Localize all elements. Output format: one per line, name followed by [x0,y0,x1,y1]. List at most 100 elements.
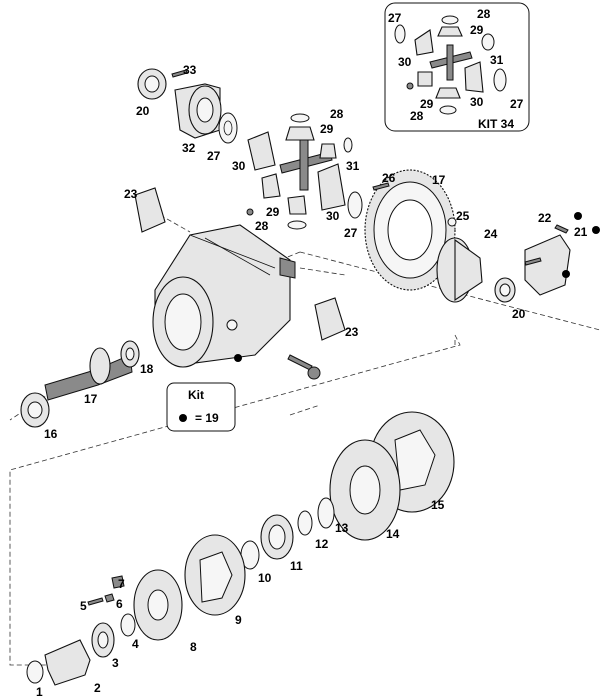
callout-27-right: 27 [344,226,358,240]
callout-17-top: 17 [432,173,446,187]
ring-12 [297,510,313,536]
callout-7: 7 [118,577,125,591]
callout-22: 22 [538,211,552,225]
ring-4 [120,613,136,637]
pin-cap [524,257,542,266]
callout-20-top: 20 [136,104,150,118]
gear-23-right [314,297,346,341]
callout-28-top: 28 [330,107,344,121]
gear-29-right [319,143,337,159]
pin [246,208,254,216]
inset-pin [406,82,414,90]
inset-label-kit-34: KIT 34 [478,117,514,131]
callout-13: 13 [335,521,349,535]
screw-33 [171,69,188,78]
inset-gear-small [417,71,433,87]
nut [307,366,321,380]
callout-10: 10 [258,571,272,585]
callout-33: 33 [183,63,197,77]
kit-dot-22 [574,212,582,220]
callout-6: 6 [116,597,123,611]
washer-28-bottom [287,220,307,230]
callout-4: 4 [132,637,139,651]
spider-shaft [299,139,309,191]
kit-legend-text: = 19 [195,411,219,425]
seal-13 [317,497,335,529]
kit-legend: Kit = 19 [166,382,236,432]
callout-11: 11 [290,559,303,573]
callout-31: 31 [346,159,360,173]
ring-1 [26,660,44,684]
right-parts [436,212,600,303]
inset-washer-28-top [441,15,459,25]
callout-14: 14 [386,527,400,541]
callout-12: 12 [315,537,329,551]
top-left-parts [137,68,238,144]
pin-7 [111,575,125,589]
inset-gear-29-bottom [435,87,461,99]
bolt-22 [554,224,569,234]
kit-legend-dot [179,414,187,422]
gear-29-bottom [287,195,307,215]
callout-labels: 33 20 32 27 28 29 30 31 29 28 30 27 26 1… [36,63,588,699]
ring-gear-17 [364,169,457,291]
callout-16: 16 [44,427,58,441]
inset-callout-30-lower: 30 [470,95,484,109]
inset-gear-29-top [437,26,463,37]
pinion-group [20,340,140,428]
callout-3: 3 [112,656,119,670]
callout-9: 9 [235,613,242,627]
inset-gear-30-right [464,61,484,93]
inset-callout-27: 27 [388,11,402,25]
bearing-cap-21 [524,234,571,296]
differential-housing [152,224,321,380]
callout-26: 26 [382,171,396,185]
screw-5 [87,597,104,606]
washer-25 [447,217,457,227]
inset-gear-29-right [481,33,495,51]
washer-27-right [347,191,363,219]
callout-5: 5 [80,599,87,613]
inset-callout-31: 31 [490,53,504,67]
kit-legend-title: Kit [188,388,204,402]
gear-30-right [317,163,346,211]
yoke-2 [44,639,91,686]
callout-24: 24 [484,227,498,241]
inset-kit-34: 27 28 29 30 31 29 28 30 27 KIT 34 [384,2,530,132]
inset-callout-28: 28 [477,7,491,21]
washer-27-top [218,112,238,144]
callout-23-top: 23 [124,187,138,201]
callout-15: 15 [431,498,445,512]
callout-2: 2 [94,681,101,695]
gear-29-left [261,173,281,199]
callout-28-lower: 28 [255,219,269,233]
callout-20-right: 20 [512,307,526,321]
inset-callout-29-lower: 29 [420,97,434,111]
gear-23-top [134,187,166,233]
inset-washer-27-top [394,24,406,44]
callout-27-top: 27 [207,149,221,163]
inset-washer-28-bottom [439,105,457,115]
callout-8: 8 [190,640,197,654]
spider-gear-group [246,113,363,230]
washer-28-right [343,137,353,153]
callout-18: 18 [140,362,154,376]
gear-30-left [247,131,276,171]
callout-30-right: 30 [326,209,340,223]
callout-17-pinion: 17 [84,392,98,406]
callout-21: 21 [574,225,588,239]
lower-assembly [26,411,455,686]
inset-callout-30: 30 [398,55,412,69]
inset-gear-30-left [414,29,434,56]
callout-25: 25 [456,209,470,223]
callout-30-left: 30 [232,159,246,173]
callout-29-top: 29 [320,122,334,136]
kit-dot-housing [234,354,242,362]
gear-29-top [285,126,315,141]
washer-28-top [290,113,310,123]
inset-callout-27-lower: 27 [510,97,524,111]
kit-dot-cap [562,270,570,278]
screw-26 [372,182,390,191]
callout-29-lower: 29 [266,205,280,219]
